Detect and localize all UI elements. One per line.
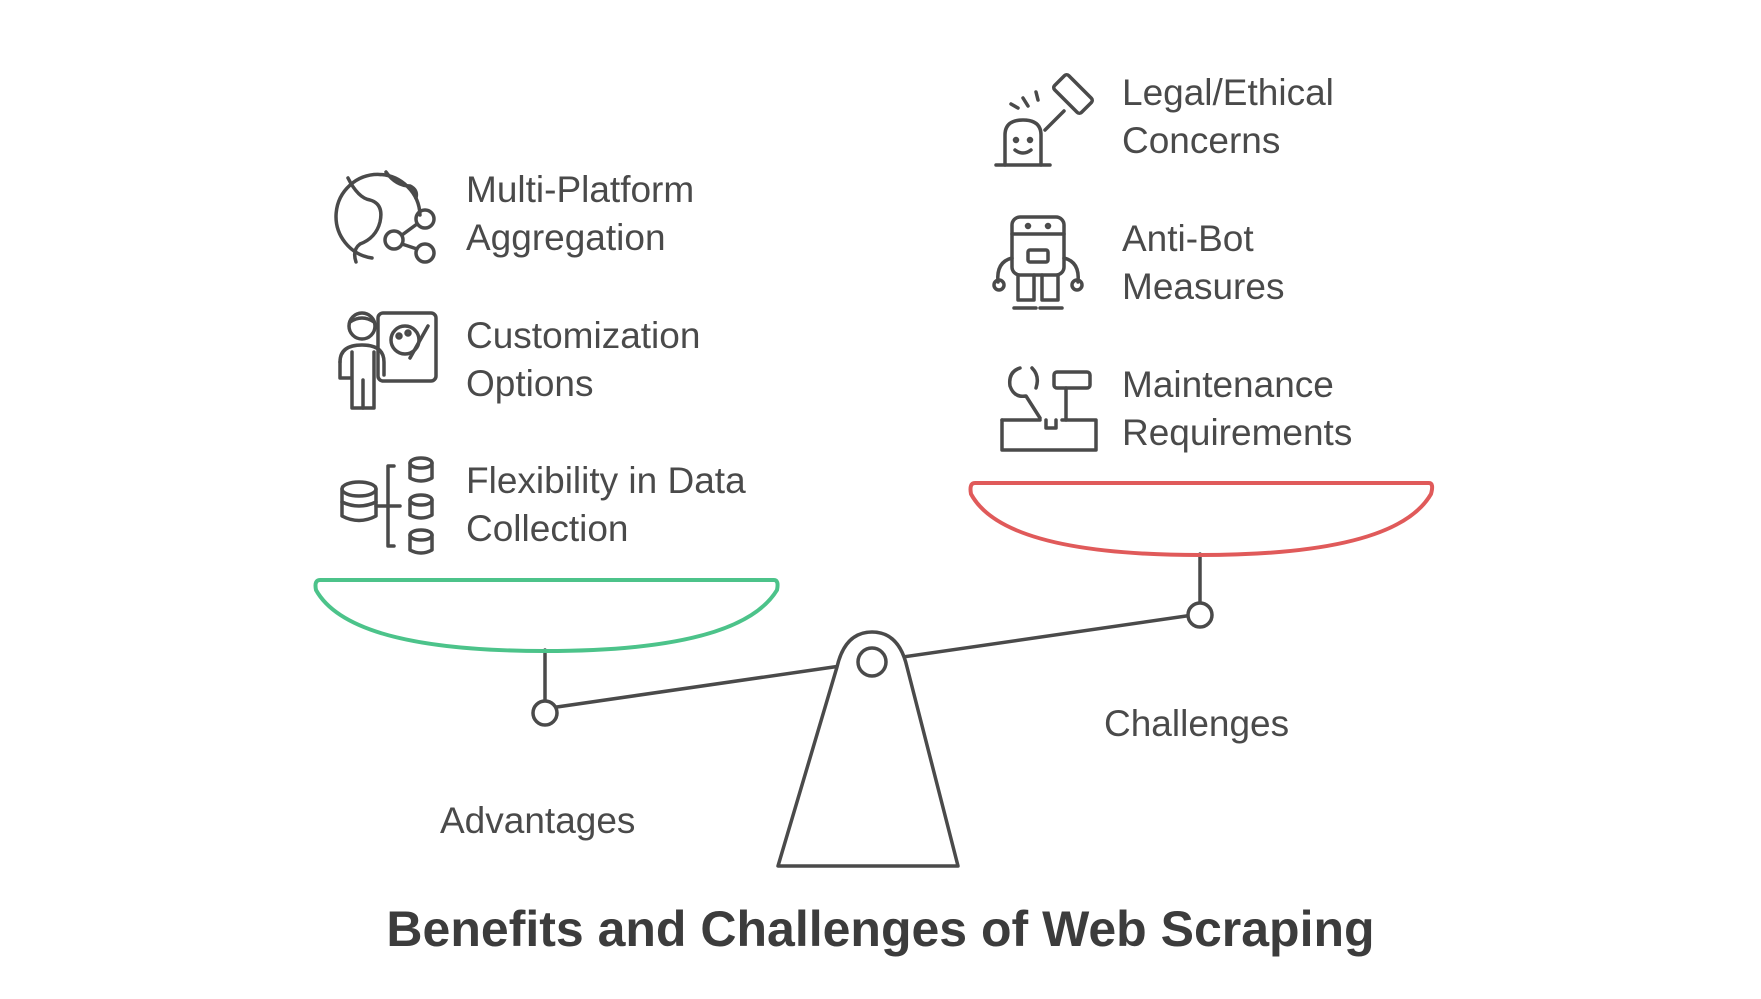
- gavel-judge-icon: [994, 72, 1095, 167]
- challenge-item-anti-bot: Anti-Bot Measures: [1122, 215, 1284, 311]
- advantages-pivot: [531, 699, 559, 727]
- advantages-pan: [313, 578, 780, 653]
- fulcrum-pivot: [856, 646, 888, 678]
- advantage-item-line2: Collection: [466, 508, 629, 549]
- advantage-item-line2: Aggregation: [466, 217, 666, 258]
- advantage-item-flexibility: Flexibility in Data Collection: [466, 457, 746, 553]
- challenge-item-line1: Anti-Bot: [1122, 218, 1254, 259]
- advantage-item-line1: Customization: [466, 315, 701, 356]
- advantage-item-line1: Multi-Platform: [466, 169, 695, 210]
- painter-easel-icon: [338, 311, 438, 410]
- challenge-item-line2: Measures: [1122, 266, 1285, 307]
- challenge-item-line2: Requirements: [1122, 412, 1353, 453]
- toolbox-icon: [1000, 366, 1098, 452]
- challenges-pan: [968, 481, 1435, 557]
- globe-share-icon: [334, 170, 436, 264]
- challenge-item-maintenance: Maintenance Requirements: [1122, 361, 1352, 457]
- challenge-item-line2: Concerns: [1122, 120, 1281, 161]
- challenge-item-line1: Legal/Ethical: [1122, 72, 1334, 113]
- advantage-item-customization: Customization Options: [466, 312, 700, 408]
- scale-fulcrum: [776, 630, 960, 868]
- robot-icon: [992, 215, 1084, 310]
- advantage-item-line1: Flexibility in Data: [466, 460, 746, 501]
- database-branch-icon: [340, 456, 434, 555]
- challenges-pivot: [1186, 601, 1214, 629]
- challenges-label: Challenges: [1104, 703, 1290, 744]
- diagram-title: Benefits and Challenges of Web Scraping: [386, 901, 1375, 957]
- challenge-item-legal: Legal/Ethical Concerns: [1122, 69, 1334, 165]
- challenge-item-line1: Maintenance: [1122, 364, 1334, 405]
- advantages-label: Advantages: [440, 800, 636, 841]
- advantage-item-multi-platform: Multi-Platform Aggregation: [466, 166, 694, 262]
- advantage-item-line2: Options: [466, 363, 594, 404]
